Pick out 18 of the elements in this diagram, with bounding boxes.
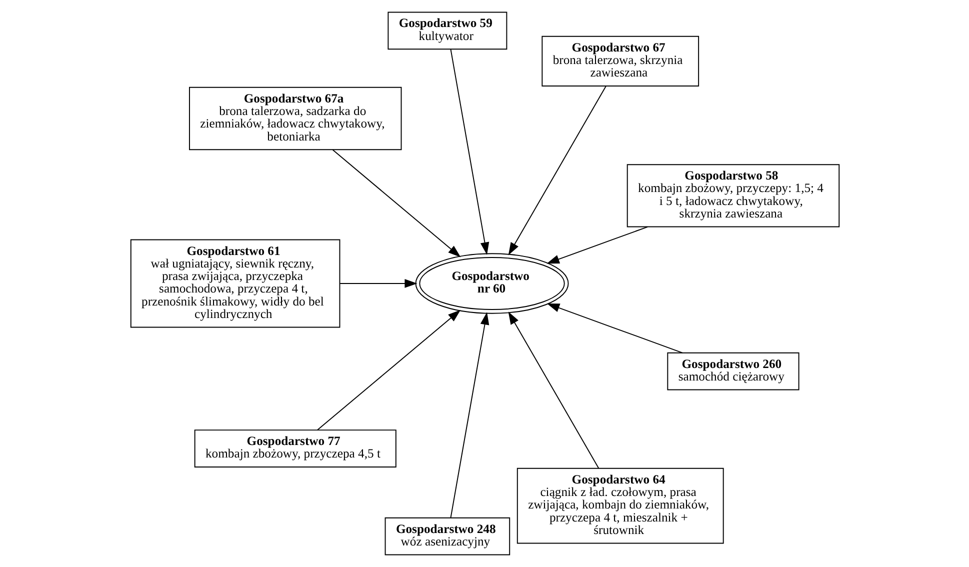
node-box: Gospodarstwo 77 kombajn zbożowy, przyczepa 4,5 t (194, 430, 396, 468)
arrow (316, 310, 460, 430)
node-box: Gospodarstwo 67a brona talerzowa, sadzarka do ziemniaków, ładowacz chwytakowy, betoniarka (188, 86, 402, 150)
arrow (546, 303, 682, 354)
arrow (546, 226, 648, 264)
arrow (508, 86, 606, 256)
node-box: Gospodarstwo 61 wał ugniatający, siewnik ręczny, prasa zwijająca, przyczepka samochodowa, przyczepa 4 t, przenośnik ślimakowy, widły do bel cylindrycznych (130, 239, 340, 328)
node-box: Gospodarstwo 248 wóz asenizacyjny (384, 517, 510, 556)
arrow (332, 149, 460, 258)
node-box: Gospodarstwo 58 kombajn zbożowy, przyczepy: 1,5; 4 i 5 t, ładowacz chwytakowy, skrzynia zawieszana (626, 164, 840, 228)
arrow (450, 312, 489, 518)
node-box: Gospodarstwo 260 samochód ciężarowy (666, 352, 799, 390)
node-box: Gospodarstwo 64 ciągnik z ład. czołowym, prasa zwijająca, kombajn do ziemniaków, przyczepa 4 t, mieszalnik + śrutownik (516, 468, 724, 544)
arrow (508, 312, 599, 469)
arrow (339, 279, 417, 288)
arrow (450, 48, 489, 255)
node-box: Gospodarstwo 67 brona talerzowa, skrzynia zawieszana (541, 36, 699, 86)
node-box: Gospodarstwo 59 kultywator (387, 12, 507, 50)
